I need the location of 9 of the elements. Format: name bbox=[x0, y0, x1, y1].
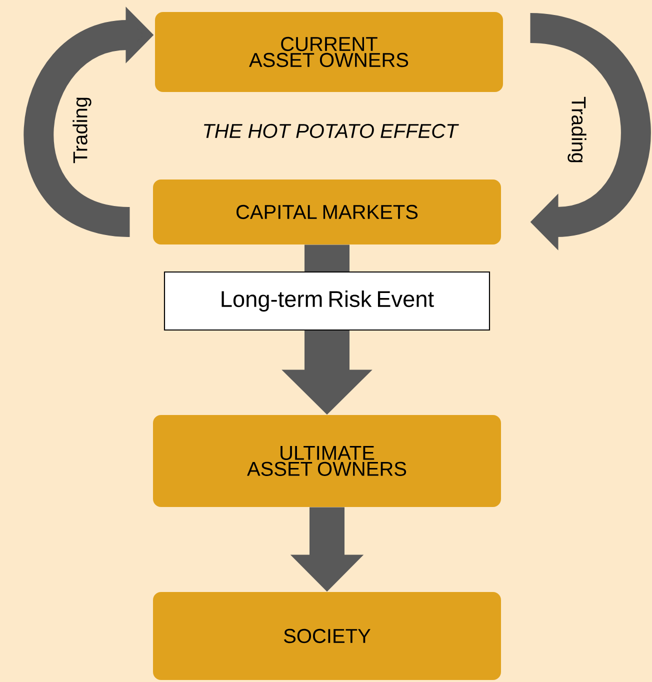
edge-label: Trading bbox=[72, 98, 92, 164]
curved-arrow bbox=[528, 13, 651, 250]
process-box: CURRENT ASSET OWNERS bbox=[155, 12, 503, 92]
event-box: Long-term Risk Event bbox=[164, 271, 490, 331]
heading-text: THE HOT POTATO EFFECT bbox=[204, 124, 459, 138]
edge-label: Trading bbox=[568, 96, 586, 162]
process-box: CAPITAL MARKETS bbox=[153, 180, 501, 244]
process-box: SOCIETY bbox=[153, 592, 501, 680]
process-box: ULTIMATE ASSET OWNERS bbox=[153, 415, 501, 507]
